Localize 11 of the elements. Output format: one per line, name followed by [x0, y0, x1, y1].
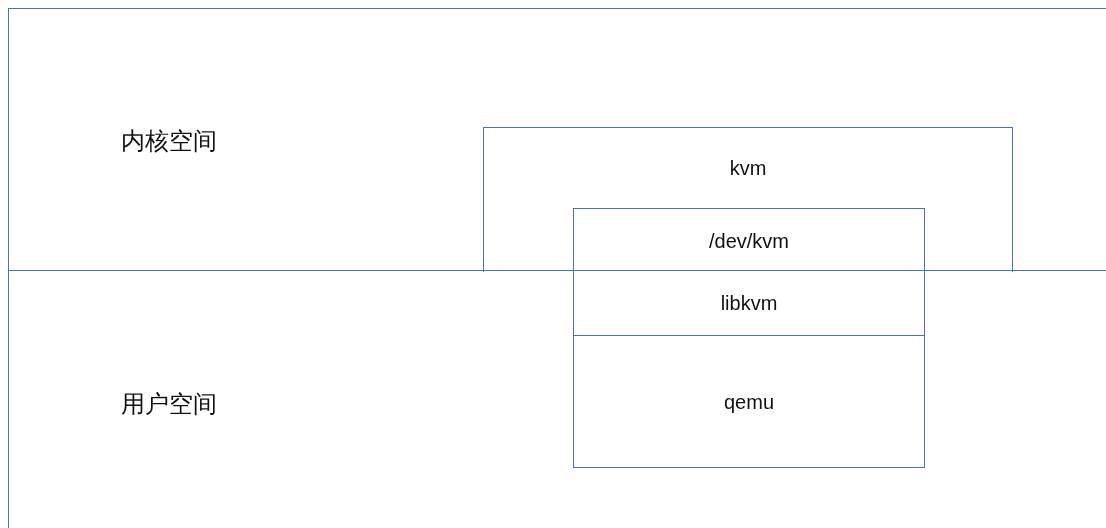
device-box — [573, 208, 925, 272]
box-label: kvm — [729, 156, 767, 180]
emulator-box — [573, 335, 925, 468]
kernel-space-band — [8, 8, 1106, 271]
box-label: /dev/kvm — [709, 229, 789, 253]
band-label: 内核空间 — [121, 126, 217, 156]
band-label: 用户空间 — [121, 389, 217, 419]
library-box — [573, 270, 925, 336]
box-label: libkvm — [720, 291, 778, 315]
module-box — [483, 127, 1013, 272]
box-label: qemu — [724, 390, 774, 414]
